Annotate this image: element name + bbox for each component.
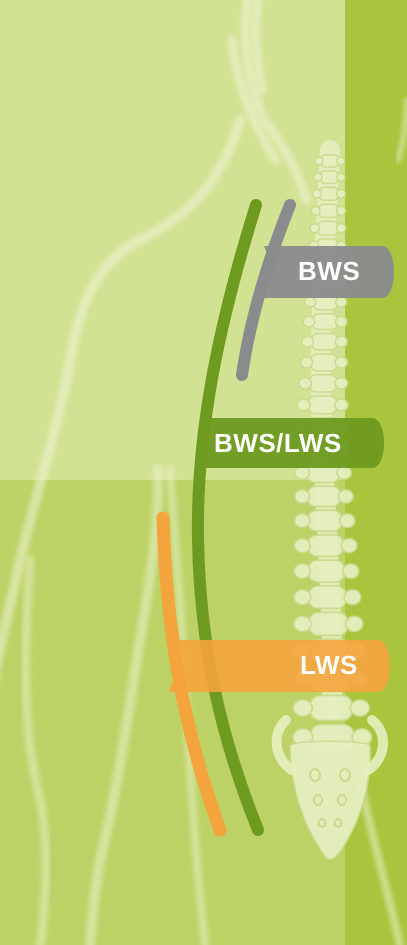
vertebra-process [337, 157, 345, 165]
vertebra [310, 354, 337, 371]
vertebra [308, 535, 343, 556]
vertebra-process [300, 357, 312, 368]
vertebra-process [337, 466, 351, 479]
vertebra [308, 396, 337, 414]
bws-label: BWS [298, 258, 360, 284]
vertebra-process [295, 466, 309, 479]
vertebra [319, 187, 339, 200]
vertebra-process [335, 378, 348, 390]
vertebra-process [337, 190, 346, 199]
vertebra-process [312, 190, 321, 199]
vertebra [308, 510, 342, 531]
vertebra-process [341, 539, 357, 553]
vertebra-process [294, 616, 311, 631]
vertebra [310, 696, 352, 721]
vertebra-process [336, 297, 347, 307]
vertebra-process [343, 564, 359, 579]
vertebra-process [315, 157, 323, 165]
vertebra [309, 375, 337, 392]
vertebra-process [335, 357, 347, 368]
vertebra-process [297, 399, 310, 411]
vertebra-process [335, 336, 347, 347]
vertebra-process [340, 514, 355, 528]
vertebra [309, 586, 346, 608]
vertebra [313, 314, 338, 330]
vertebra-process [295, 490, 310, 503]
vertebra-process [294, 564, 310, 579]
vertebra-process [344, 590, 361, 605]
vertebra-process [335, 399, 348, 411]
vertebra-process [350, 700, 369, 717]
vertebra [317, 221, 338, 235]
vertebra-process [336, 224, 345, 233]
vertebra-process [336, 316, 347, 327]
vertebra-process [314, 173, 322, 181]
vertebra-process [299, 378, 312, 390]
vertebra [309, 560, 345, 582]
vertebra [308, 486, 341, 506]
bws-lws-label: BWS/LWS [214, 430, 342, 456]
vertebra-process [295, 514, 310, 528]
vertebra-process [310, 224, 319, 233]
vertebra [318, 204, 338, 217]
vertebra-process [294, 590, 311, 605]
vertebra-process [305, 297, 316, 307]
lws-label: LWS [300, 652, 358, 678]
vertebra-process [311, 206, 320, 215]
vertebra-process [293, 700, 312, 717]
vertebra-process [337, 173, 345, 181]
vertebra-process [302, 336, 314, 347]
vertebra-process [294, 539, 310, 553]
vertebra [312, 334, 338, 350]
vertebra-process [303, 316, 314, 327]
vertebra-process [346, 616, 363, 631]
vertebra [309, 612, 348, 635]
vertebra [320, 171, 339, 183]
vertebra-process [338, 490, 353, 503]
vertebra-process [337, 206, 346, 215]
